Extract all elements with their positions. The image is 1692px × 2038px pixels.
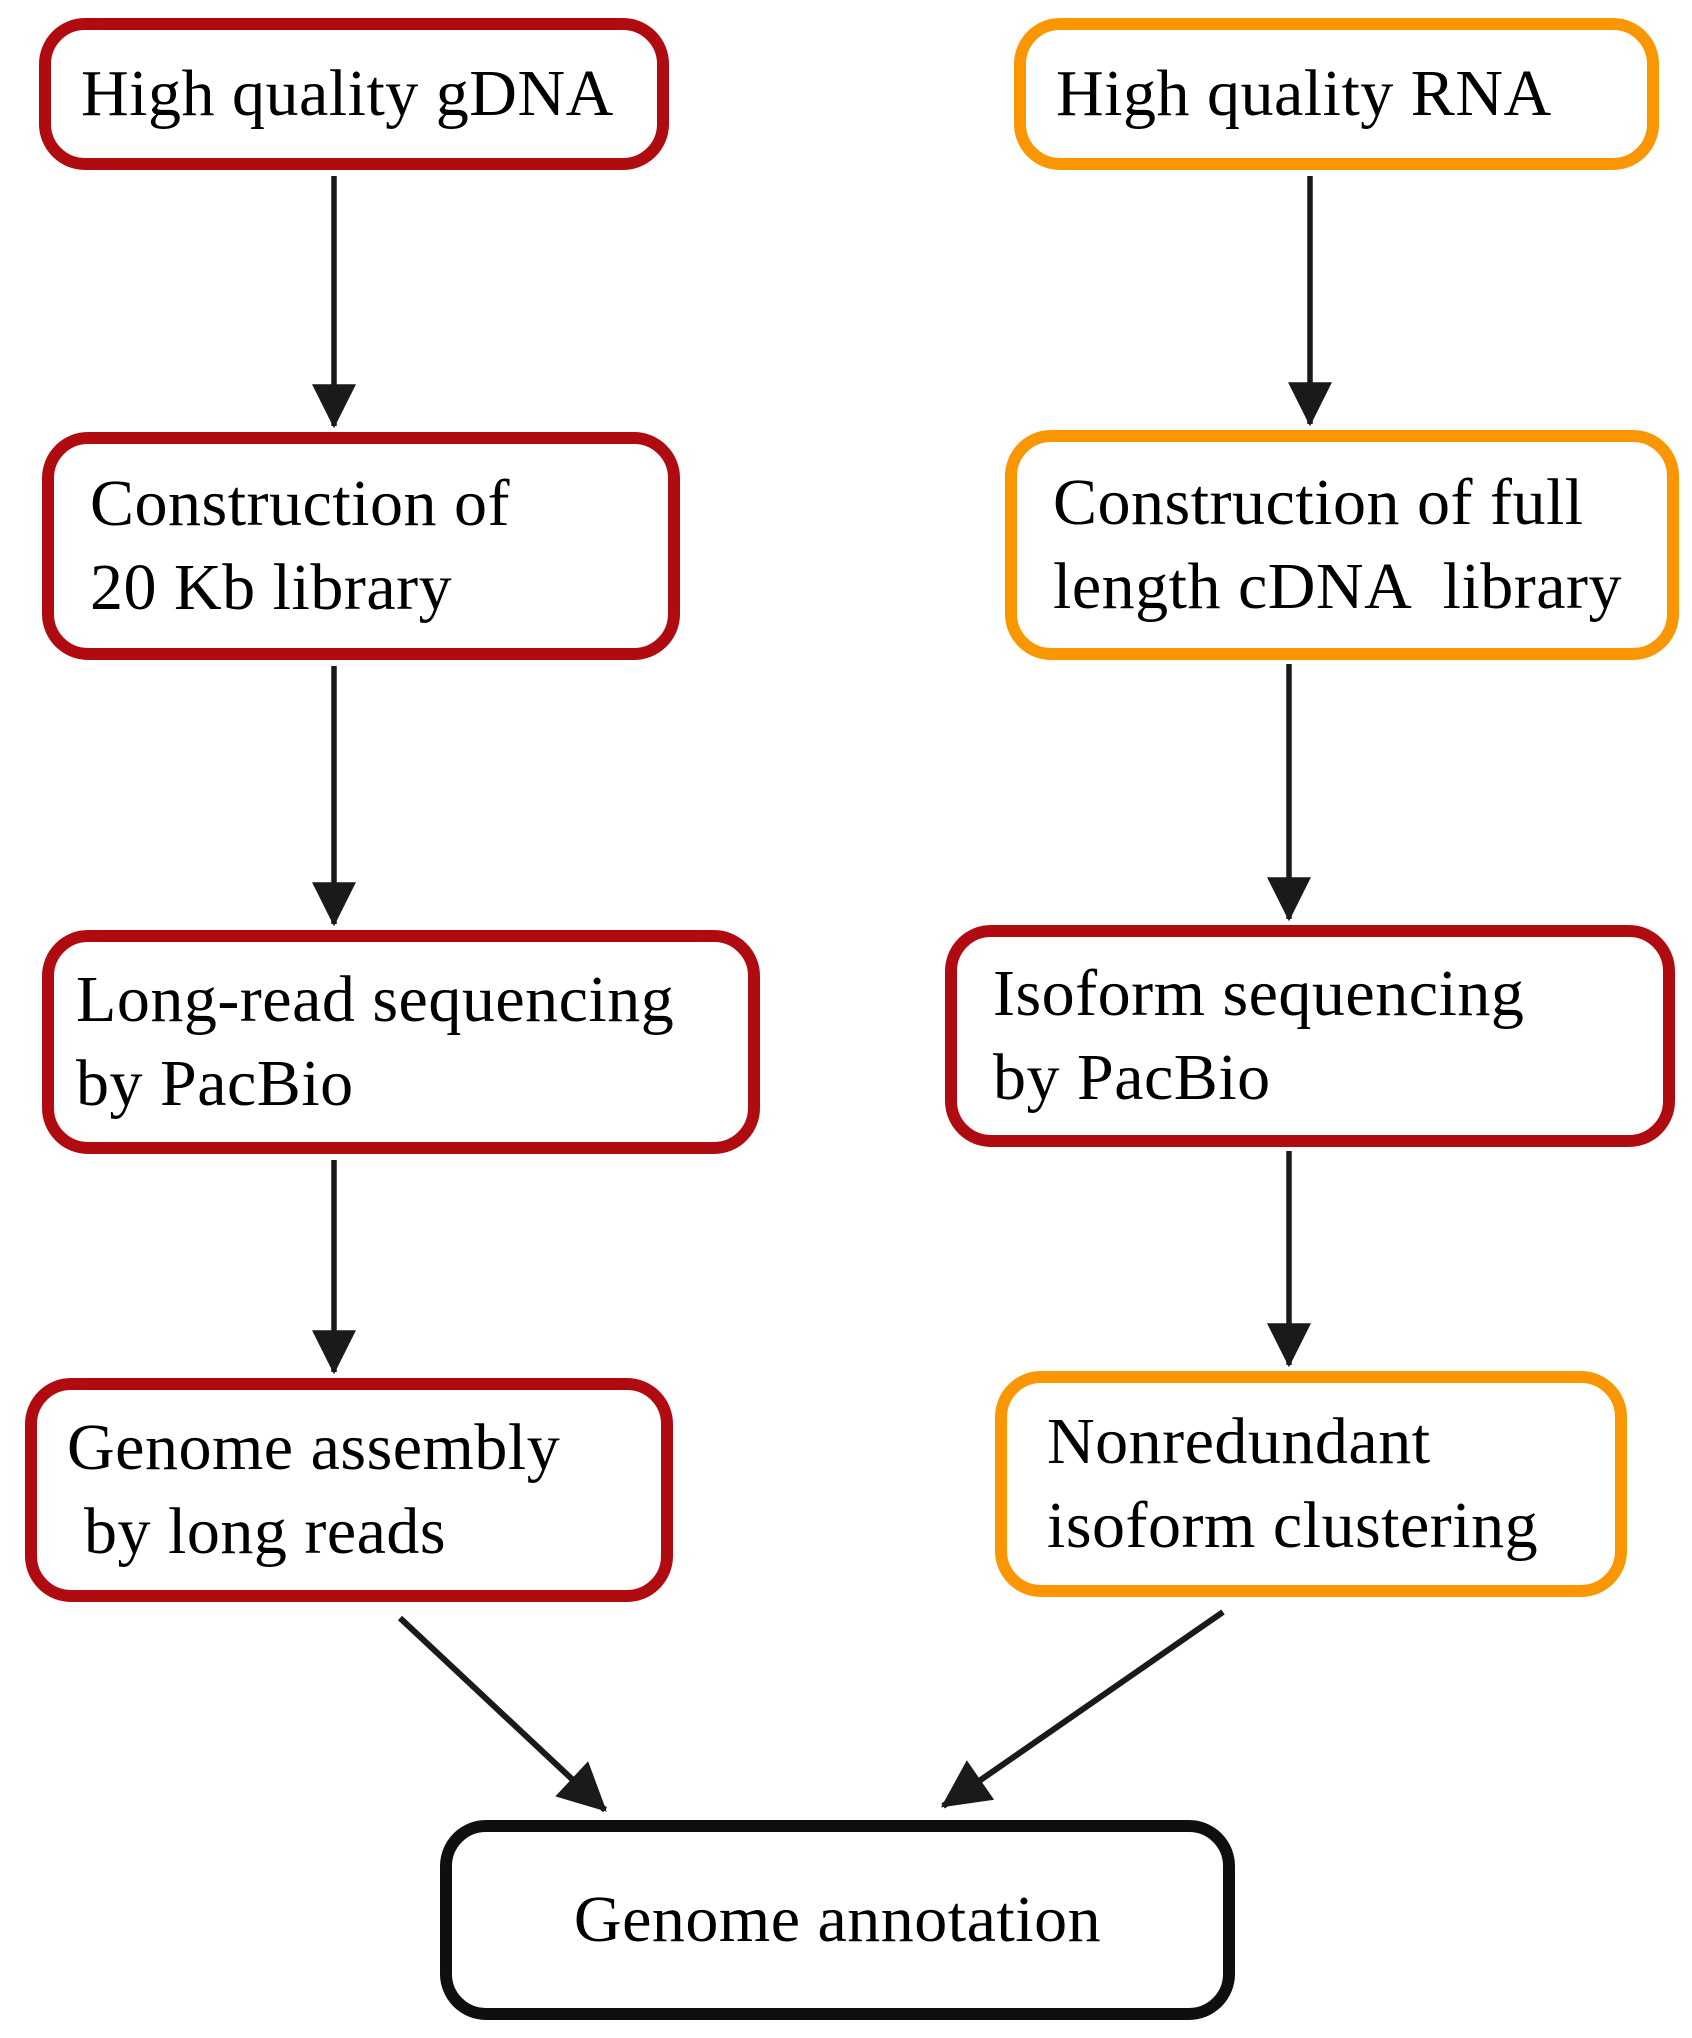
node-isoform-sequencing-pacbio: Isoform sequencing by PacBio — [945, 925, 1675, 1147]
node-genome-assembly-long-reads: Genome assembly by long reads — [25, 1378, 673, 1602]
node-construction-full-length-cdna-library: Construction of full length cDNA library — [1005, 430, 1679, 660]
node-label: 20 Kb library — [90, 551, 453, 624]
node-high-quality-gdna: High quality gDNA — [39, 18, 669, 170]
arrow-isoform-clustering-to-annotation — [941, 1609, 1225, 1809]
node-label: by PacBio — [993, 1041, 1271, 1114]
node-label: by long reads — [67, 1495, 447, 1568]
node-high-quality-rna: High quality RNA — [1014, 18, 1659, 170]
node-genome-annotation: Genome annotation — [440, 1820, 1235, 2020]
node-construction-20kb-library: Construction of 20 Kb library — [42, 432, 680, 660]
node-label: by PacBio — [76, 1047, 354, 1120]
node-label: Construction of full — [1053, 466, 1584, 539]
node-label: Genome assembly — [67, 1411, 561, 1484]
node-long-read-sequencing-pacbio: Long-read sequencing by PacBio — [42, 930, 760, 1154]
arrow-genome-assembly-to-annotation — [397, 1615, 608, 1813]
node-nonredundant-isoform-clustering: Nonredundant isoform clustering — [995, 1371, 1627, 1597]
node-label: Construction of — [90, 467, 510, 540]
node-label: High quality gDNA — [81, 57, 614, 130]
node-label: Long-read sequencing — [76, 963, 675, 1036]
node-label: length cDNA library — [1053, 550, 1623, 623]
node-label: High quality RNA — [1056, 57, 1552, 130]
node-label: Genome annotation — [573, 1883, 1102, 1956]
node-label: isoform clustering — [1047, 1489, 1539, 1562]
node-label: Isoform sequencing — [993, 957, 1525, 1030]
node-label: Nonredundant — [1047, 1405, 1431, 1478]
